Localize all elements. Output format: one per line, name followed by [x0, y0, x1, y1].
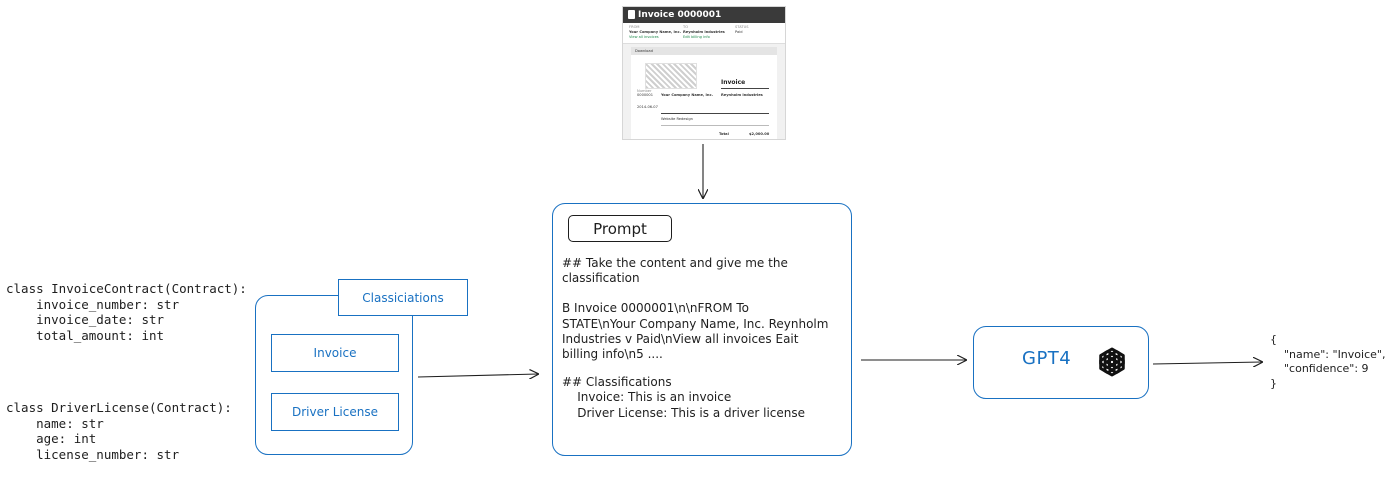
output-confidence-line: "confidence": 9 — [1270, 362, 1369, 375]
invoice-header-bar: Invoice 0000001 — [623, 7, 785, 23]
gpt4-label: GPT4 — [1022, 348, 1072, 369]
status-value: Paid — [735, 30, 743, 34]
prompt-content-line: STATE\nYour Company Name, Inc. Reynholm — [562, 317, 829, 331]
classifications-title: Classiciations — [338, 279, 468, 316]
arrow-gpt4-to-output — [1152, 362, 1262, 364]
date-value: 2014-06-07 — [637, 105, 658, 109]
arrow-classifications-to-prompt — [417, 374, 538, 377]
prompt-title: Prompt — [568, 215, 672, 242]
invoice-doc-heading: Invoice — [721, 79, 746, 86]
table-row-rule — [661, 125, 769, 126]
download-bar: Download — [631, 47, 777, 55]
to-company: Reynholm Industries — [721, 93, 763, 97]
invoice-meta-row: FROM Your Company Name, Inc. View all in… — [623, 23, 785, 44]
classification-invoice: Invoice — [271, 334, 399, 372]
total-label: Total — [719, 132, 729, 136]
invoice-title: Invoice 0000001 — [638, 10, 722, 20]
view-invoices-link: View all invoices — [629, 35, 659, 39]
edit-billing-link: Edit billing info — [683, 35, 710, 39]
prompt-classification-driver: Driver License: This is a driver license — [562, 406, 806, 420]
status-label: STATUS — [735, 25, 749, 29]
number-value: 0000001 — [637, 93, 654, 97]
driver-license-code: class DriverLicense(Contract): name: str… — [6, 400, 232, 462]
from-label: FROM — [629, 25, 640, 29]
prompt-instruction-line: ## Take the content and give me the — [562, 256, 788, 270]
to-name: Reynholm Industries — [683, 30, 725, 34]
prompt-classifications-heading: ## Classifications — [562, 375, 672, 389]
heading-rule — [721, 88, 769, 89]
prompt-box — [552, 203, 852, 456]
document-icon — [628, 10, 635, 19]
table-header-rule — [661, 113, 769, 114]
prompt-instruction-line: classification — [562, 271, 640, 285]
number-label: Number — [637, 89, 652, 93]
prompt-content-line: billing info\n5 .... — [562, 347, 663, 361]
to-label: TO — [683, 25, 689, 29]
total-value: $2,000.00 — [749, 132, 770, 136]
prompt-content-line: Industries v Paid\nView all invoices Eai… — [562, 332, 799, 346]
from-company: Your Company Name, Inc. — [661, 93, 713, 97]
download-label: Download — [635, 49, 653, 53]
item-description: Website Redesign — [661, 117, 693, 121]
output-close-brace: } — [1270, 377, 1277, 390]
openai-logo-icon — [1099, 347, 1125, 377]
classifications-container — [255, 295, 413, 455]
company-logo-placeholder — [645, 63, 697, 89]
classification-driver-license: Driver License — [271, 393, 399, 431]
invoice-contract-code: class InvoiceContract(Contract): invoice… — [6, 281, 247, 343]
prompt-classification-invoice: Invoice: This is an invoice — [562, 390, 732, 404]
output-name-line: "name": "Invoice", — [1270, 348, 1386, 361]
invoice-screenshot: Invoice 0000001 FROM Your Company Name, … — [622, 6, 786, 140]
output-open-brace: { — [1270, 333, 1277, 346]
prompt-content-line: B Invoice 0000001\n\nFROM To — [562, 301, 749, 315]
from-name: Your Company Name, Inc. — [629, 30, 681, 34]
invoice-paper: Invoice Number 0000001 2014-06-07 Your C… — [631, 55, 777, 139]
